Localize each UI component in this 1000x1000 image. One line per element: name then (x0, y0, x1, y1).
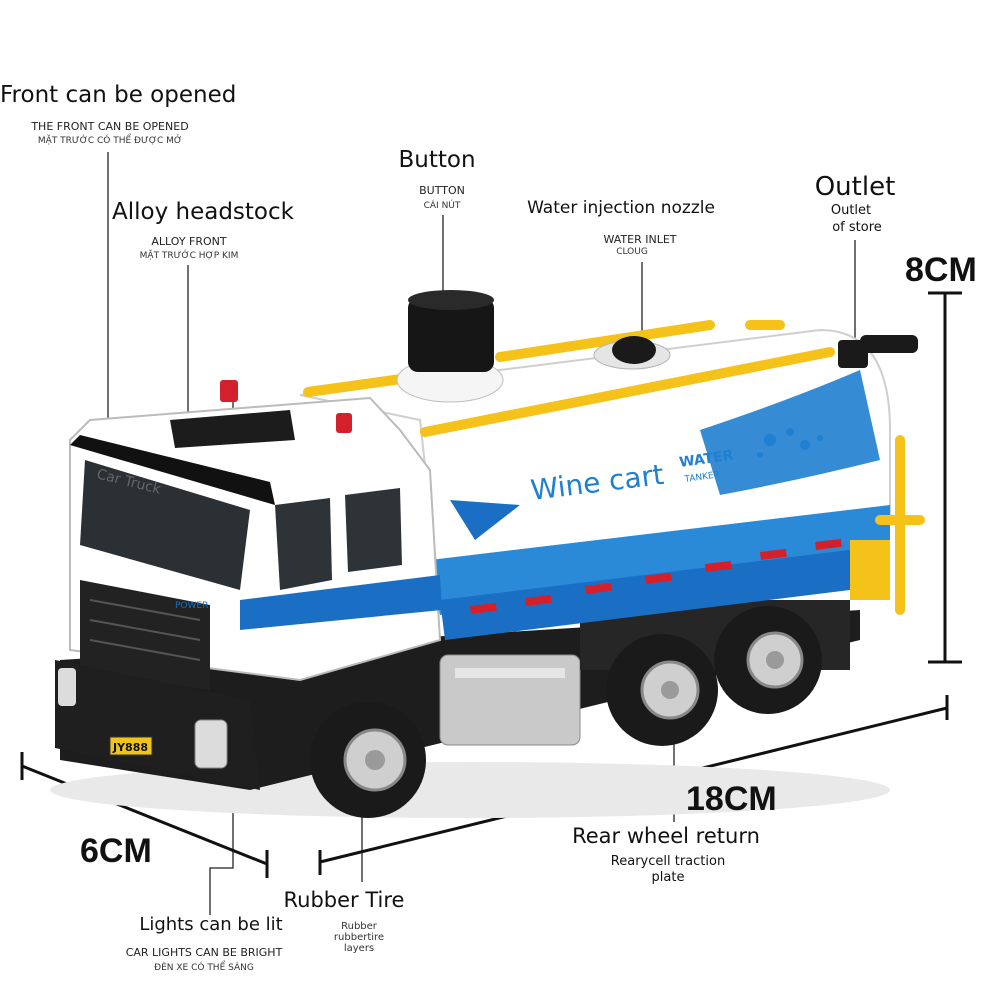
button-callout-sub1: BUTTON (419, 184, 465, 197)
dimension-length: 18CM (686, 780, 777, 818)
outlet-callout-sub2: of store (832, 220, 882, 235)
water-nozzle (593, 336, 671, 370)
front-bumper (55, 660, 260, 790)
headlight (194, 719, 228, 769)
rear-ladder (850, 540, 890, 600)
tire-callout-sub2: rubbertire (333, 932, 385, 943)
nozzle-callout-title: Water injection nozzle (527, 198, 715, 218)
rear-wheel-1 (606, 634, 718, 746)
logo-text: WATER (678, 448, 734, 471)
front-wheel (310, 702, 426, 818)
dim-width-line (21, 764, 268, 866)
dimension-height: 8CM (905, 251, 977, 289)
button-callout-title: Button (398, 147, 476, 173)
grille (80, 580, 210, 690)
front-callout-title: Front can be opened (0, 82, 237, 108)
outlet-callout-title: Outlet (814, 172, 896, 202)
water-outlet (838, 335, 918, 368)
grille-text: POWER (175, 601, 208, 611)
tank-button (396, 290, 504, 403)
tire-callout-title: Rubber Tire (283, 888, 405, 912)
front-callout-sub1: THE FRONT CAN BE OPENED (31, 120, 189, 133)
yellow-rails (303, 320, 925, 615)
outlet-callout-sub1: Outlet (830, 203, 872, 218)
alloy-callout-sub2: MẶT TRƯỚC HỢP KIM (139, 251, 239, 261)
tire-callout-sub3: layers (343, 943, 375, 954)
license-plate (109, 736, 153, 756)
rear-callout-sub1: Rearycell traction (610, 854, 726, 869)
front-callout-sub2: MẶT TRƯỚC CÓ THỂ ĐƯỢC MỞ (37, 136, 183, 146)
alloy-callout-sub1: ALLOY FRONT (151, 235, 227, 248)
plate-text: JY888 (112, 741, 148, 754)
lights-callout-sub2: ĐÈN XE CÓ THỂ SÁNG (154, 963, 254, 973)
nozzle-callout-sub1: WATER INLET (603, 233, 677, 246)
roof-hatch (170, 410, 295, 448)
nozzle-callout-sub2: CLOUG (616, 247, 648, 257)
button-callout-sub2: CÁI NÚT (423, 201, 461, 211)
cab (69, 380, 442, 690)
roof-light-2 (336, 413, 352, 433)
tire-callout-sub1: Rubber (341, 921, 377, 932)
lights-callout-sub1: CAR LIGHTS CAN BE BRIGHT (125, 946, 283, 959)
windshield (80, 460, 250, 590)
door-text: BUICK (272, 631, 304, 641)
side-window (275, 498, 332, 590)
roof-light-1 (220, 380, 238, 402)
dimension-width: 6CM (80, 832, 152, 870)
alloy-callout-title: Alloy headstock (112, 199, 294, 225)
rear-callout-title: Rear wheel return (572, 824, 760, 848)
lights-callout-title: Lights can be lit (139, 914, 283, 935)
rear-callout-sub2: plate (651, 870, 685, 885)
rear-wheel-2 (714, 606, 822, 714)
